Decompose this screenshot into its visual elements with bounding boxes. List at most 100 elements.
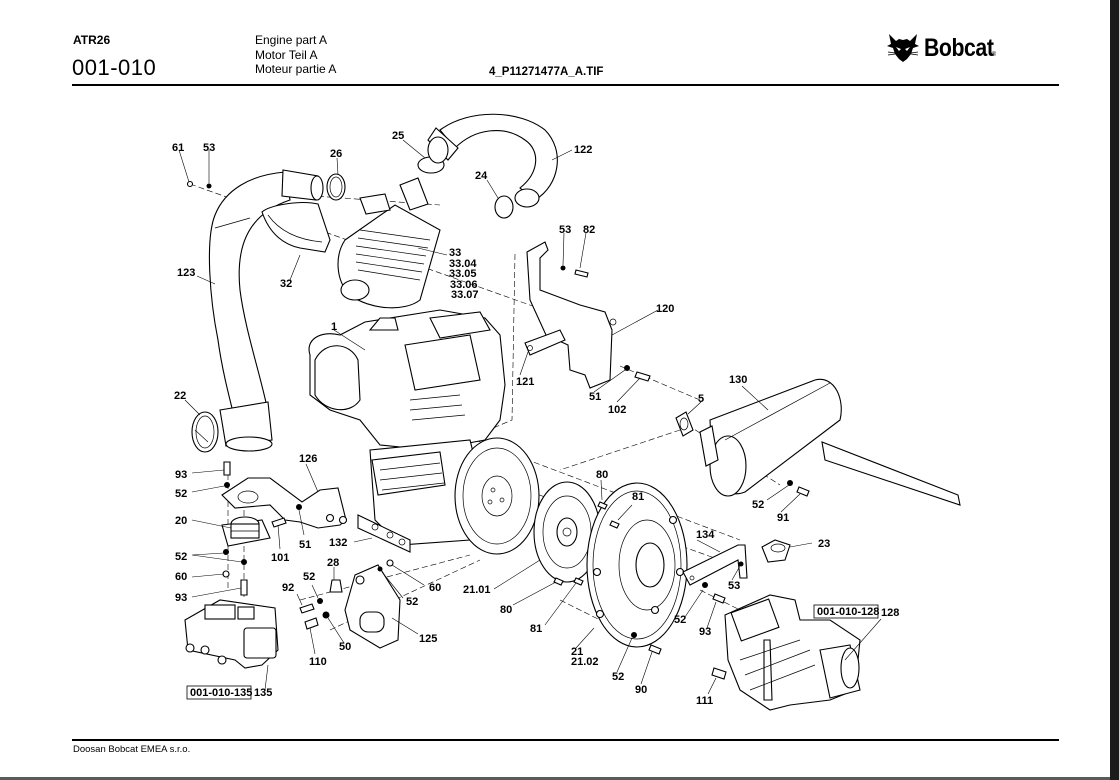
part-intake-hose-123 — [208, 169, 324, 452]
callout-111[interactable]: 111 — [696, 695, 713, 707]
callout-82[interactable]: 82 — [583, 224, 595, 236]
callout-5[interactable]: 5 — [698, 393, 704, 405]
leader-lines — [178, 139, 882, 695]
callout-25[interactable]: 25 — [392, 130, 404, 142]
part-bolt-92 — [299, 603, 315, 614]
callout-52-bracket[interactable]: 52 — [303, 571, 315, 583]
callout-60-right[interactable]: 60 — [429, 582, 441, 594]
part-plate-132 — [357, 514, 411, 553]
callout-33[interactable]: 33 — [449, 247, 461, 259]
callout-33-07[interactable]: 33.07 — [451, 289, 479, 301]
part-mount-bracket-126 — [221, 477, 348, 529]
part-engine-1 — [308, 309, 506, 546]
callout-51-bracket[interactable]: 51 — [589, 391, 601, 403]
part-nut-61 — [186, 180, 194, 188]
callout-33-06[interactable]: 33.06 — [450, 279, 478, 291]
callout-126[interactable]: 126 — [299, 453, 317, 465]
callout-101[interactable]: 101 — [271, 552, 289, 564]
reference-label-135[interactable]: 001-010-135 — [190, 687, 252, 699]
reference-128[interactable]: 001-010-128 — [813, 604, 879, 619]
part-washer-52-mid2 — [241, 559, 247, 565]
callout-52-mid[interactable]: 52 — [175, 551, 187, 563]
callout-52-top[interactable]: 52 — [175, 488, 187, 500]
part-washer-52-mid — [223, 549, 229, 555]
callout-53-bracket[interactable]: 53 — [559, 224, 571, 236]
part-bolt-93-pump — [712, 593, 726, 604]
callout-60[interactable]: 60 — [175, 571, 187, 583]
callout-61[interactable]: 61 — [172, 142, 184, 154]
callout-121[interactable]: 121 — [516, 376, 534, 388]
callout-52-housing[interactable]: 52 — [612, 671, 624, 683]
callout-33-04[interactable]: 33.04 — [449, 258, 477, 270]
part-bolt-111 — [711, 667, 727, 680]
part-bolt-93-top — [223, 461, 231, 476]
callout-51-mount[interactable]: 51 — [299, 539, 311, 551]
bobcat-head-icon — [887, 34, 919, 62]
part-control-box-135 — [184, 599, 279, 669]
callout-32[interactable]: 32 — [280, 278, 292, 290]
callout-110[interactable]: 110 — [309, 656, 327, 668]
callout-23[interactable]: 23 — [818, 538, 830, 550]
callout-81-upper[interactable]: 81 — [632, 491, 644, 503]
callout-128[interactable]: 128 — [881, 607, 899, 619]
section-titles: Engine part A Motor Teil A Moteur partie… — [255, 33, 336, 77]
reference-box-128[interactable] — [813, 604, 879, 619]
part-bolt-80-lower — [553, 577, 564, 586]
part-washer-52-bracket — [317, 598, 323, 604]
part-engine-mount-20 — [221, 516, 271, 547]
callout-33-05[interactable]: 33.05 — [449, 268, 477, 280]
part-washer-52-lower — [631, 632, 637, 638]
part-bolt-82 — [574, 269, 589, 278]
callout-120[interactable]: 120 — [656, 303, 674, 315]
callout-90[interactable]: 90 — [635, 684, 647, 696]
callout-102[interactable]: 102 — [608, 404, 626, 416]
callout-134[interactable]: 134 — [696, 529, 715, 541]
part-hydraulic-pump-128 — [724, 594, 861, 711]
reference-135[interactable]: 001-010-135 — [186, 685, 252, 700]
part-washer-51 — [624, 365, 630, 371]
callout-50[interactable]: 50 — [339, 641, 351, 653]
callout-92[interactable]: 92 — [282, 582, 294, 594]
title-english: Engine part A — [255, 33, 328, 47]
callout-24[interactable]: 24 — [475, 170, 488, 182]
callout-123[interactable]: 123 — [177, 267, 195, 279]
callout-52-muffler[interactable]: 52 — [752, 499, 764, 511]
callout-21-02[interactable]: 21.02 — [571, 656, 599, 668]
callout-22[interactable]: 22 — [174, 390, 186, 402]
title-french: Moteur partie A — [255, 62, 337, 76]
callout-135[interactable]: 135 — [254, 687, 272, 699]
callout-53[interactable]: 53 — [203, 142, 215, 154]
callout-132[interactable]: 132 — [329, 537, 347, 549]
callout-52-right[interactable]: 52 — [406, 596, 418, 608]
callout-130[interactable]: 130 — [729, 374, 747, 386]
page-bottom-edge — [0, 777, 1110, 780]
callout-26[interactable]: 26 — [330, 148, 342, 160]
callout-125[interactable]: 125 — [419, 633, 437, 645]
part-bracket-32 — [261, 202, 331, 253]
callout-80-upper[interactable]: 80 — [596, 469, 608, 481]
callout-53-pump[interactable]: 53 — [728, 580, 740, 592]
reference-box-135[interactable] — [186, 685, 252, 700]
callout-93-bottom[interactable]: 93 — [175, 592, 187, 604]
part-intake-hose-122 — [427, 113, 558, 208]
callout-93-top[interactable]: 93 — [175, 469, 187, 481]
callout-52-pump[interactable]: 52 — [674, 614, 686, 626]
part-bracket-125 — [344, 564, 401, 649]
callout-122[interactable]: 122 — [574, 144, 592, 156]
part-air-filter-33 — [337, 177, 441, 309]
callout-80-lower[interactable]: 80 — [500, 604, 512, 616]
callout-21-01[interactable]: 21.01 — [463, 584, 491, 596]
callout-28[interactable]: 28 — [327, 557, 339, 569]
part-bolt-93-bottom — [240, 579, 248, 596]
callout-20[interactable]: 20 — [175, 515, 187, 527]
callout-81-lower[interactable]: 81 — [530, 623, 542, 635]
part-washer-50 — [322, 611, 330, 619]
reference-label-128[interactable]: 001-010-128 — [817, 606, 879, 618]
callout-93-pump[interactable]: 93 — [699, 626, 711, 638]
callout-91[interactable]: 91 — [777, 512, 789, 524]
callout-1[interactable]: 1 — [331, 321, 337, 333]
part-bolt-101 — [271, 517, 287, 528]
callout-21[interactable]: 21 — [571, 646, 583, 658]
bobcat-logo: Bobcat ® — [886, 32, 996, 64]
